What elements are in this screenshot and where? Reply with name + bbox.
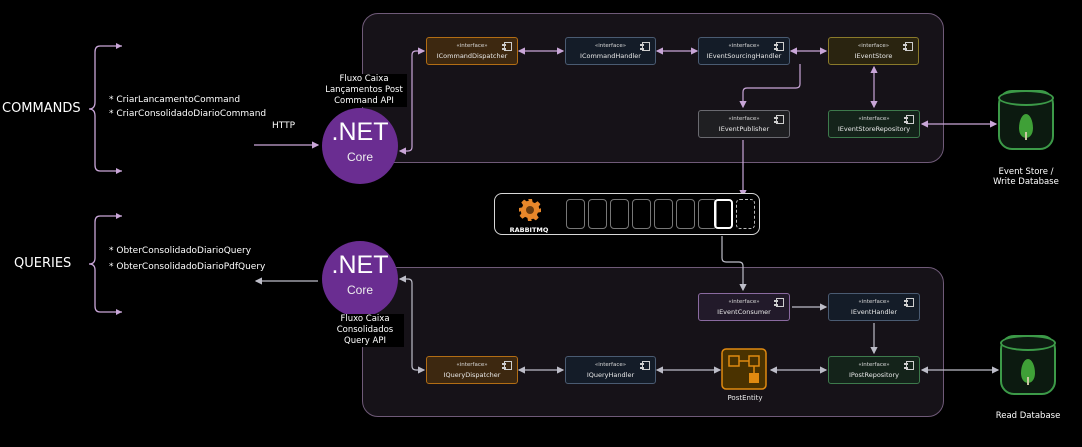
dotnet-core-text: Core [346,283,373,297]
queue-slot [632,199,651,229]
read-database-caption: Read Database [995,411,1061,421]
query-api-caption-line: Query API [344,336,386,346]
component-icon [640,42,650,51]
query-api-caption-line: Fluxo Caixa [340,314,390,324]
iquery-handler-box: «interface» IQueryHandler [565,356,656,384]
ievent-store-repository-box: «interface» IEventStoreRepository [828,110,920,138]
queue-slot [610,199,629,229]
component-icon [904,361,914,370]
command-item-1: * CriarLancamentoCommand [109,95,241,105]
queue-slot [566,199,585,229]
stereotype-label: «interface» [594,43,627,49]
query-api-dotnet-logo: .NET Core [322,241,398,317]
stereotype-label: «interface» [728,299,760,305]
queries-brace [88,215,122,313]
component-name: IQueryHandler [586,371,635,379]
command-api-caption-line: Command API [334,96,394,106]
ipost-repository-box: «interface» IPostRepository [828,356,920,384]
stereotype-label: «interface» [858,116,890,122]
dotnet-core-text: Core [346,150,373,164]
component-icon [640,361,650,370]
read-database-icon [1000,335,1056,395]
component-name: ICommandDispatcher [436,52,508,60]
iquery-dispatcher-box: «interface» IQueryDispatcher [426,356,518,384]
command-api-dotnet-logo: .NET Core [322,108,398,184]
ievent-sourcing-handler-box: «interface» IEventSourcingHandler [698,37,790,65]
command-api-caption: Fluxo Caixa Lançamentos Post Command API [321,74,407,107]
component-name: IEventSourcingHandler [706,52,782,60]
ievent-handler-box: «interface» IEventHandler [828,293,920,321]
component-name: IPostRepository [848,371,900,379]
commands-label: COMMANDS [2,101,81,116]
command-api-caption-line: Fluxo Caixa [339,74,389,84]
stereotype-label: «interface» [858,299,890,305]
component-name: IQueryDispatcher [443,371,501,379]
stereotype-label: «interface» [594,362,627,368]
write-database-caption-line: Write Database [993,177,1059,187]
component-name: IEventStoreRepository [837,125,911,133]
component-icon [903,42,913,51]
queue-slot-pending [736,199,755,229]
component-icon [904,298,914,307]
gear-icon [519,199,541,221]
stereotype-label: «interface» [858,362,890,368]
ievent-store-box: «interface» IEventStore [828,37,919,65]
stereotype-label: «interface» [456,362,488,368]
component-icon [904,115,914,124]
queue-slot [698,199,717,229]
queue-slot-active [714,199,733,229]
http-label: HTTP [272,121,296,131]
stereotype-label: «interface» [857,43,890,49]
write-database-caption: Event Store / Write Database [979,167,1073,187]
post-entity-label: PostEntity [727,394,763,402]
query-item-2: * ObterConsolidadoDiarioPdfQuery [109,262,266,272]
component-name: IEventPublisher [718,125,770,133]
component-name: ICommandHandler [580,52,641,60]
query-api-caption: Fluxo Caixa Consolidados Query API [326,314,404,347]
query-item-1: * ObterConsolidadoDiarioQuery [109,246,252,256]
write-database-icon [998,90,1054,150]
ievent-consumer-box: «interface» IEventConsumer [698,293,790,321]
component-icon [774,298,784,307]
stereotype-label: «interface» [728,43,760,49]
mongodb-leaf-icon [1019,114,1033,140]
command-api-caption-line: Lançamentos Post [325,85,403,95]
ievent-publisher-box: «interface» IEventPublisher [698,110,790,138]
component-icon [502,361,512,370]
component-icon [774,115,784,124]
queue-slot [588,199,607,229]
commands-brace [88,45,122,172]
mongodb-leaf-icon [1021,359,1035,385]
queries-label: QUERIES [14,256,72,271]
component-icon [774,42,784,51]
stereotype-label: «interface» [728,116,760,122]
component-name: IEventStore [854,52,893,60]
queue-slot [654,199,673,229]
dotnet-logo-text: .NET [331,118,389,146]
query-panel [362,267,944,417]
component-name: IEventConsumer [717,308,771,316]
component-name: IEventHandler [850,308,898,316]
icommand-handler-box: «interface» ICommandHandler [565,37,656,65]
post-entity-icon [721,348,767,390]
dotnet-logo-text: .NET [331,251,389,279]
component-icon [502,42,512,51]
queue-slot [676,199,695,229]
stereotype-label: «interface» [456,43,488,49]
rabbitmq-label: RABBITMQ [509,226,549,234]
icommand-dispatcher-box: «interface» ICommandDispatcher [426,37,518,65]
write-database-caption-line: Event Store / [998,167,1054,177]
rabbitmq-queue [494,193,760,235]
command-item-2: * CriarConsolidadoDiarioCommand [109,109,267,119]
query-api-caption-line: Consolidados [336,325,394,335]
